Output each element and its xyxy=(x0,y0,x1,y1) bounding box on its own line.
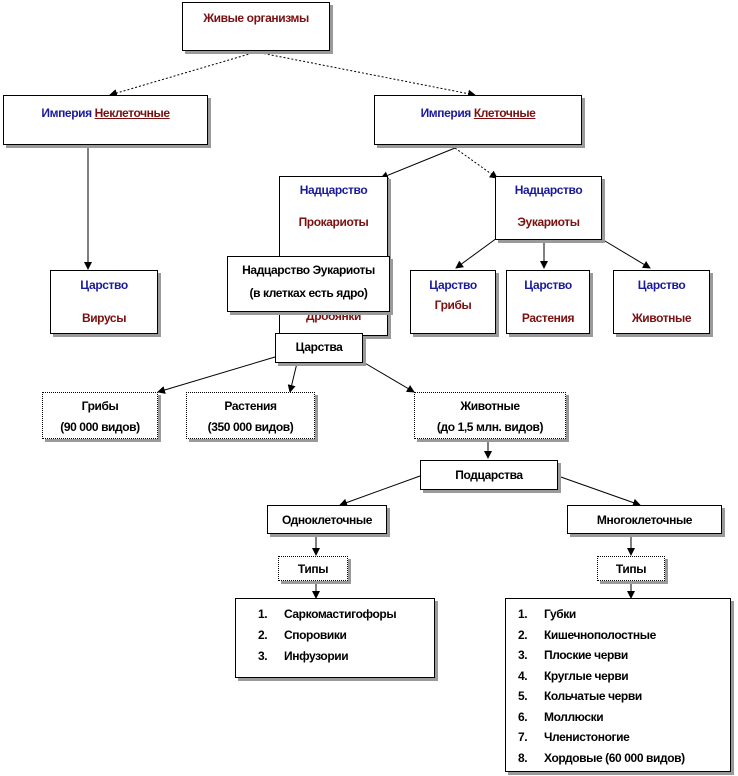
list-item-number: 2. xyxy=(518,627,528,642)
list-item-label: Губки xyxy=(544,607,576,621)
list-item-label: Саркомастигофоры xyxy=(284,607,397,621)
subkingdoms-node: Подцарства xyxy=(420,460,558,490)
arrow-cell-euk xyxy=(454,147,498,179)
types-right-label: Типы xyxy=(615,562,647,576)
prok-hidden-text: Дробянки xyxy=(306,309,361,323)
list-item-label: Кольчатые черви xyxy=(544,689,642,703)
empire-cell-name: Клеточные xyxy=(473,106,536,120)
arrow-sub-uni xyxy=(339,475,421,507)
animals-name: Животные xyxy=(460,399,520,413)
arrow-root-noncell xyxy=(109,51,257,97)
arrow-kingdoms-plants xyxy=(287,362,298,393)
superkingdom-eukaryotes-node: Надцарство Эукариоты xyxy=(495,176,602,240)
kanimals-line1: Царство xyxy=(637,278,686,292)
list-item-label: Моллюски xyxy=(544,709,604,724)
fungi-name: Грибы xyxy=(81,399,119,413)
list-item-label: Круглые черви xyxy=(544,668,629,683)
fungi-node: Грибы (90 000 видов) xyxy=(42,392,158,439)
empire-noncell-name: Неклеточные xyxy=(94,106,170,120)
overlay-line2: (в клетках есть ядро) xyxy=(249,286,368,300)
list-item-number: 6. xyxy=(518,709,528,724)
list-item-number: 1. xyxy=(518,607,528,621)
overlay-line1: Надцарство Эукариоты xyxy=(242,263,375,277)
virus-line2: Вирусы xyxy=(81,311,127,325)
kingdom-viruses-node: Царство Вирусы xyxy=(50,270,158,334)
plants-count: (350 000 видов) xyxy=(207,420,294,434)
kfungi-line1: Царство xyxy=(429,278,477,292)
list-item: 1. Саркомастигофоры xyxy=(258,607,397,621)
list-item-number: 4. xyxy=(518,668,528,683)
kingdoms-label-node: Царства xyxy=(275,333,363,363)
list-item: 5. Кольчатые черви xyxy=(518,689,642,703)
list-item-label: Кишечнополостные xyxy=(544,627,656,642)
kingdom-fungi-node: Царство Грибы xyxy=(410,270,496,334)
prok-line2: Прокариоты xyxy=(298,215,369,229)
list-item-number: 5. xyxy=(518,689,528,703)
list-item-number: 3. xyxy=(518,648,528,662)
euk-line2: Эукариоты xyxy=(517,215,580,229)
list-item: 1. Губки xyxy=(518,607,576,621)
list-item: 3. Плоские черви xyxy=(518,648,628,662)
empire-noncellular-node: Империя Неклеточные xyxy=(3,95,208,145)
arrow-kingdoms-fungi xyxy=(157,356,276,394)
empire-cell-prefix: Империя xyxy=(420,106,472,120)
euk-line1: Надцарство xyxy=(514,183,583,197)
root-node: Живые организмы xyxy=(182,2,330,51)
list-item-label: Плоские черви xyxy=(544,648,628,662)
kplants-line1: Царство xyxy=(524,278,572,292)
unicellular-types-list: 1. Саркомастигофоры 2. Споровики 3. Инфузории xyxy=(235,598,435,678)
kanimals-line2: Животные xyxy=(631,311,692,325)
list-item-number: 1. xyxy=(258,607,268,621)
root-label: Живые организмы xyxy=(203,11,309,25)
kingdom-plants-node: Царство Растения xyxy=(506,270,590,334)
kfungi-line2: Грибы xyxy=(434,298,472,312)
types-left-label: Типы xyxy=(297,562,329,576)
animals-count: (до 1,5 млн. видов) xyxy=(436,420,544,434)
subkingdoms-label: Подцарства xyxy=(455,468,523,482)
list-item: 8. Хордовые (60 000 видов) xyxy=(518,751,685,765)
arrow-cell-prok xyxy=(380,147,456,180)
virus-line1: Царство xyxy=(80,278,128,292)
arrow-sub-multi xyxy=(557,475,641,507)
prok-line1: Надцарство xyxy=(299,183,368,197)
kingdom-animals-node: Царство Животные xyxy=(613,270,710,334)
list-item-number: 7. xyxy=(518,730,528,744)
plants-node: Растения (350 000 видов) xyxy=(186,392,315,439)
empire-cellular-node: Империя Клеточные xyxy=(374,95,582,145)
list-item-label: Хордовые (60 000 видов) xyxy=(544,750,685,765)
list-item-label: Споровики xyxy=(284,628,347,642)
list-item: 4. Круглые черви xyxy=(518,668,629,683)
empire-noncell-prefix: Империя xyxy=(41,106,92,120)
arrow-euk-fungi xyxy=(455,237,498,269)
list-item: 2. Кишечнополостные xyxy=(518,628,656,642)
multicellular-label: Многоклеточные xyxy=(596,513,693,527)
arrow-euk-animals xyxy=(599,237,651,269)
kingdoms-label: Царства xyxy=(295,340,343,354)
unicellular-node: Одноклеточные xyxy=(267,505,387,534)
list-item: 6. Моллюски xyxy=(518,709,604,724)
animals-node: Животные (до 1,5 млн. видов) xyxy=(414,392,566,439)
unicellular-label: Одноклеточные xyxy=(281,513,373,527)
eukaryote-overlay-node: Надцарство Эукариоты (в клетках есть ядр… xyxy=(227,256,390,312)
list-item: 3. Инфузории xyxy=(258,649,349,663)
multicellular-node: Многоклеточные xyxy=(567,505,722,534)
fungi-count: (90 000 видов) xyxy=(60,420,140,434)
arrow-root-cell xyxy=(255,51,476,98)
list-item-number: 3. xyxy=(258,649,268,663)
arrow-kingdoms-animals xyxy=(362,361,415,393)
multicellular-types-list: 1. Губки 2. Кишечнополостные 3. Плоские черви… xyxy=(505,598,731,772)
types-left-node: Типы xyxy=(278,556,348,581)
list-item-label: Членистоногие xyxy=(544,730,630,744)
plants-name: Растения xyxy=(224,399,277,413)
types-right-node: Типы xyxy=(597,556,665,581)
list-item: 7. Членистоногие xyxy=(518,730,630,744)
list-item-label: Инфузории xyxy=(284,649,349,663)
list-item: 2. Споровики xyxy=(258,628,347,642)
list-item-number: 8. xyxy=(518,750,528,765)
kplants-line2: Растения xyxy=(521,311,575,325)
list-item-number: 2. xyxy=(258,628,268,642)
